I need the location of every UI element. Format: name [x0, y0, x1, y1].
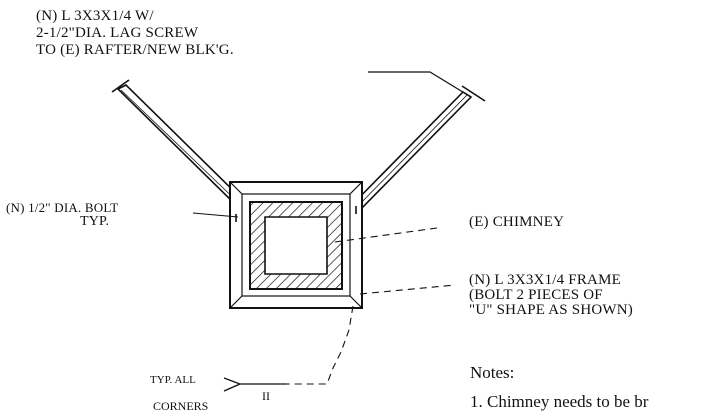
bolt-label-line1: (N) 1/2" DIA. BOLT — [6, 200, 119, 215]
leader-lines — [192, 212, 456, 385]
left-brace — [111, 79, 250, 210]
bolt-leader — [192, 212, 239, 218]
bolt-marks — [235, 206, 357, 222]
corners-label-line1: TYP. ALL — [150, 374, 196, 386]
lag-screw-label-line1: (N) L 3X3X1/4 W/ — [36, 8, 154, 24]
lag-screw-leader — [368, 71, 472, 98]
notes-item-1: 1. Chimney needs to be br — [470, 392, 649, 411]
right-brace — [347, 85, 486, 215]
frame-leader — [359, 284, 456, 295]
bolt-label-line2: TYP. — [80, 214, 110, 229]
frame-label-line2: (BOLT 2 PIECES OF — [469, 287, 603, 303]
right-brace-cut-mark — [461, 85, 486, 102]
frame-label-line1: (N) L 3X3X1/4 FRAME — [469, 272, 621, 288]
notes-heading: Notes: — [470, 363, 515, 382]
chimney-leader — [334, 227, 438, 243]
corners-leader — [287, 305, 354, 385]
frame-label-line3: "U" SHAPE AS SHOWN) — [469, 302, 633, 318]
lag-screw-label-line2: 2-1/2"DIA. LAG SCREW — [36, 25, 199, 41]
corners-bracket — [223, 377, 287, 392]
corners-label-line2: CORNERS — [153, 399, 209, 413]
corners-mark: II — [262, 389, 270, 403]
existing-chimney — [249, 201, 343, 290]
lag-screw-label-line3: TO (E) RAFTER/NEW BLK'G. — [36, 42, 234, 58]
chimney-label: (E) CHIMNEY — [469, 214, 565, 230]
left-brace-cut-mark — [111, 79, 130, 93]
